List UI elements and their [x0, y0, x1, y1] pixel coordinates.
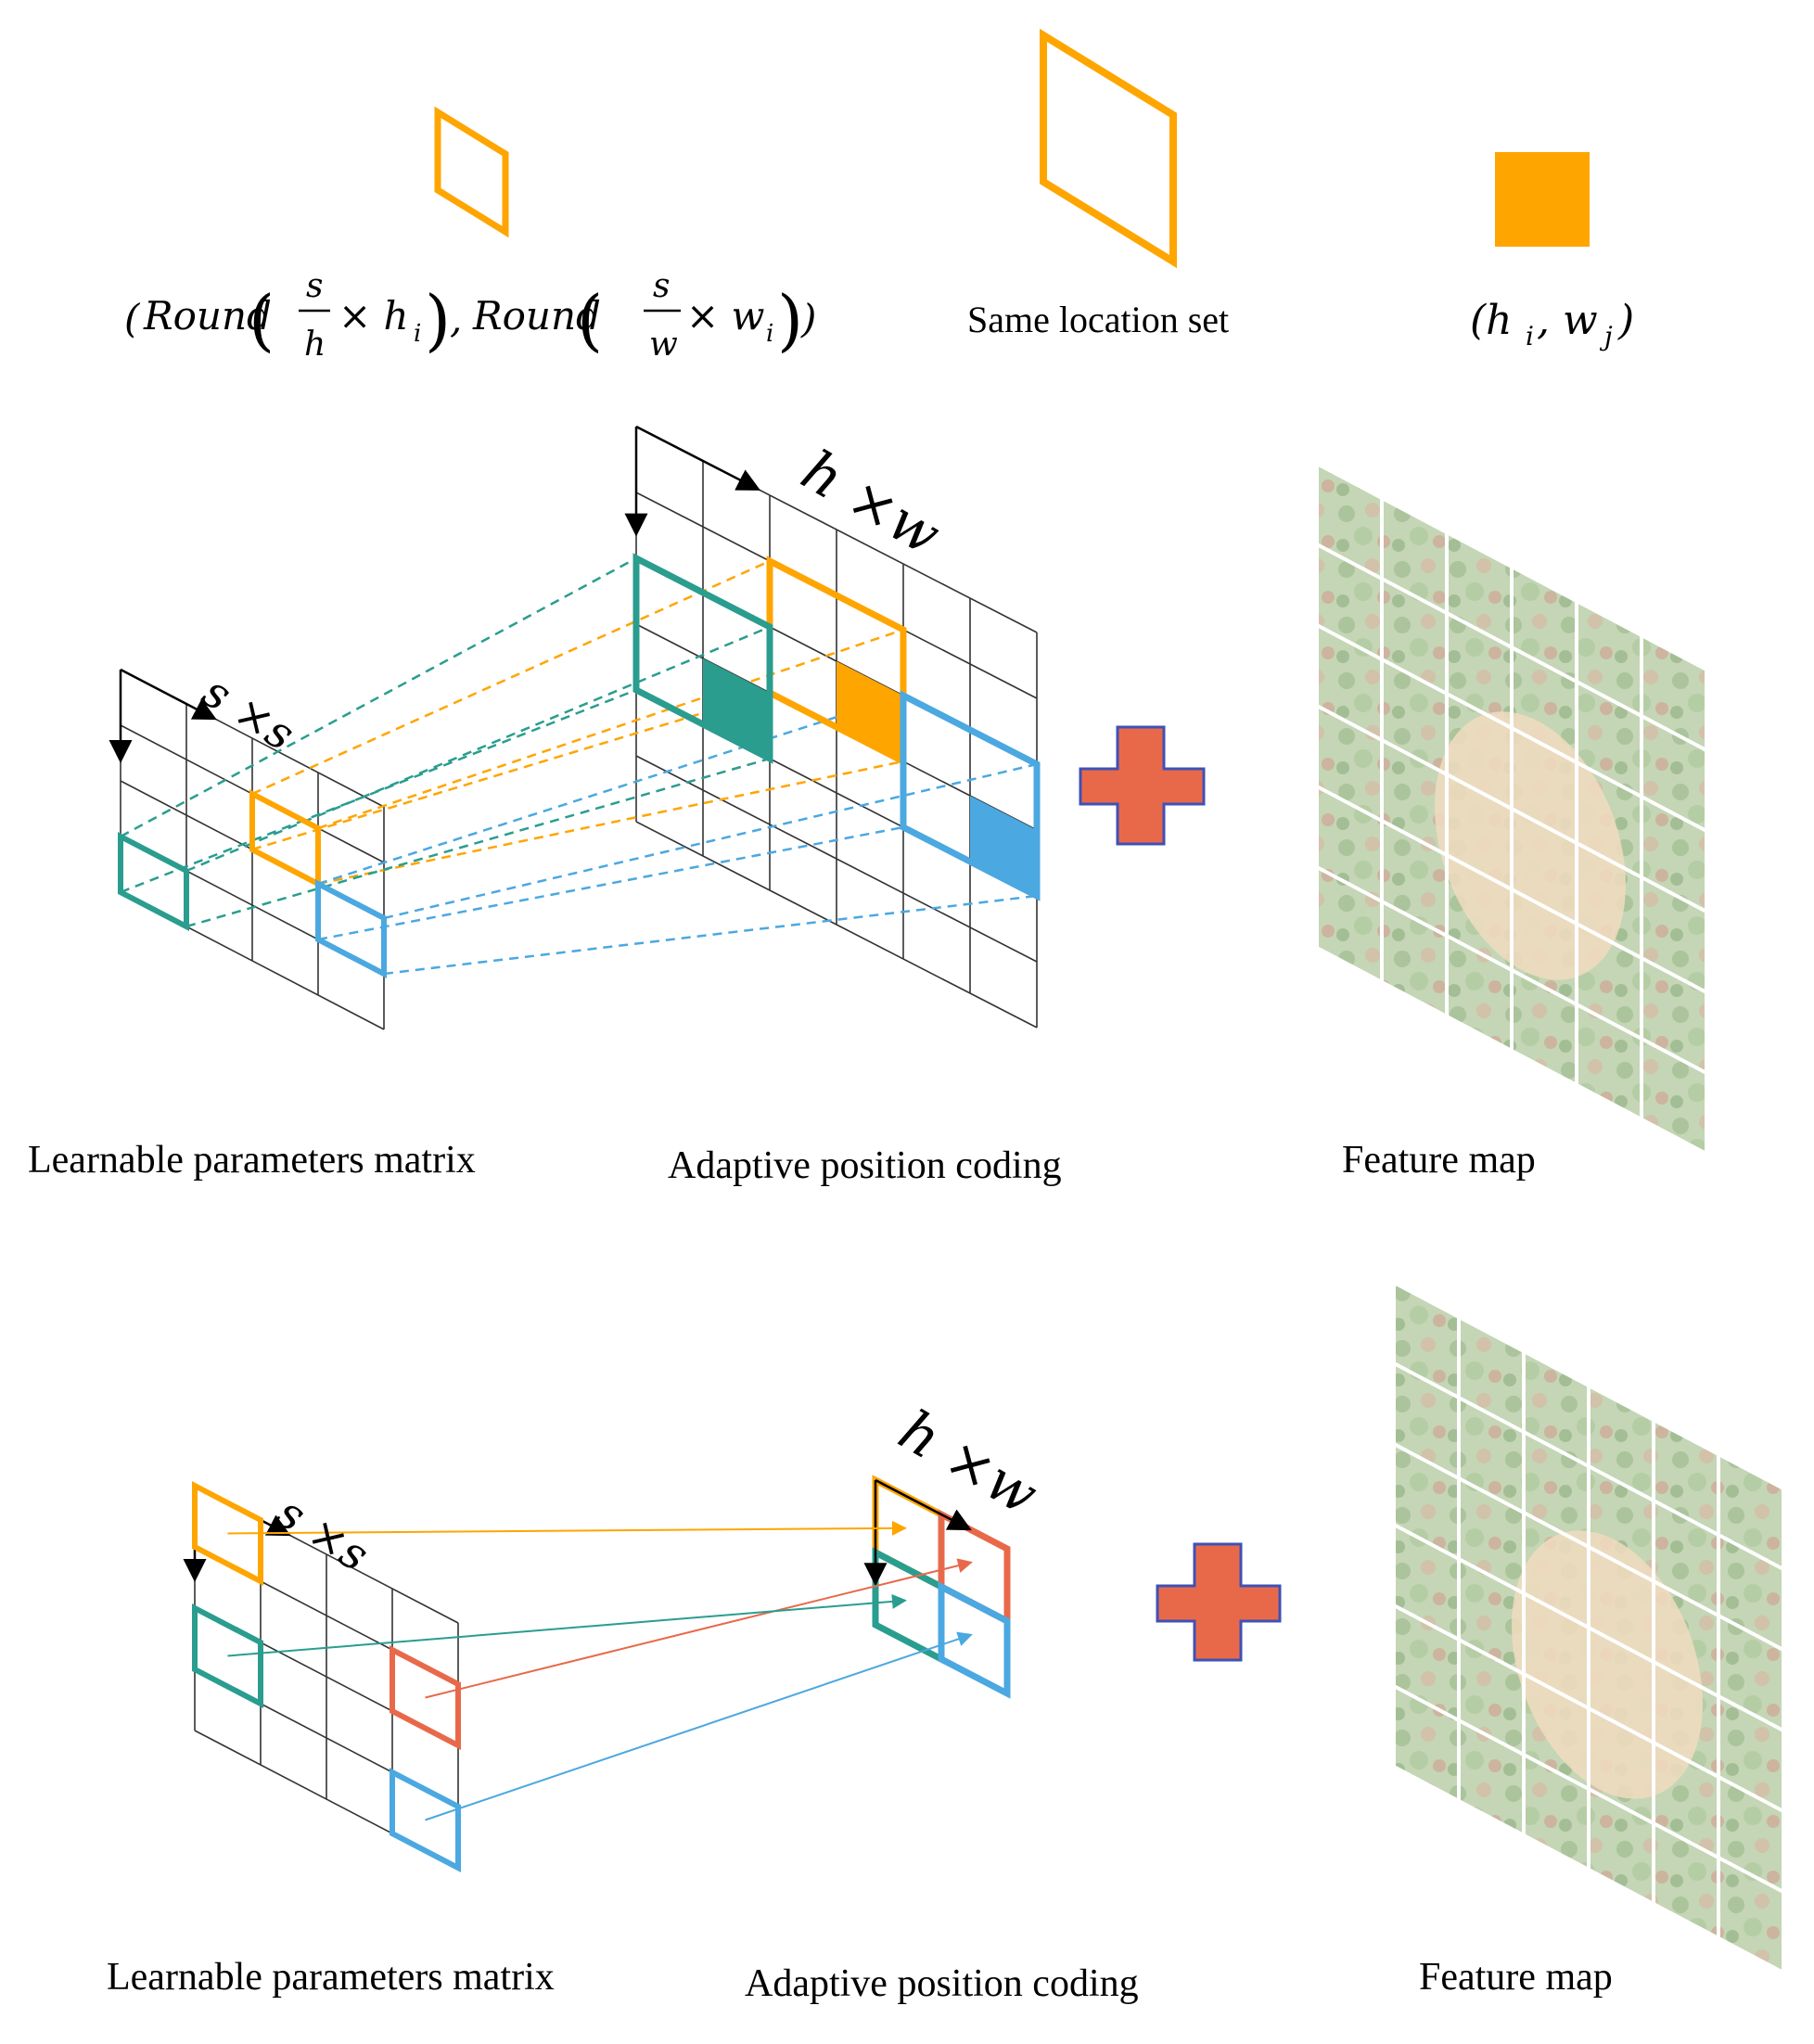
top-feature-map [1315, 462, 1708, 1156]
bottom-coding-axis-arrow-h [875, 1478, 972, 1531]
target-sub-i: i [1526, 321, 1534, 351]
bottom-feature-label: Feature map [1419, 1956, 1613, 1999]
top-feature-grid-line [1316, 704, 1707, 913]
target-mid: , w [1537, 297, 1598, 344]
top-location-set-blue [900, 690, 1041, 901]
bottom-coding-cell-teal [872, 1547, 945, 1665]
top-plus-icon [1079, 725, 1206, 846]
top-dashed-link-teal [120, 688, 637, 894]
top-dashed-link-orange [251, 559, 771, 796]
top-feature-grid-line [1316, 865, 1707, 1075]
top-feature-grid-line [1316, 543, 1707, 752]
top-coding-hline [635, 755, 1038, 963]
bottom-feature-grid-line [1393, 1442, 1784, 1652]
formula-sub-2: i [766, 320, 773, 348]
top-highlights [118, 553, 1041, 978]
legend: ( Round ( s h × h i ) , Round ( s w × w … [124, 28, 1634, 364]
legend-target-cell-label: (h i , w j ) [1470, 297, 1634, 351]
formula-paren-2-open: ( [577, 281, 603, 359]
bottom-coding-dim: h ×w [888, 1398, 1049, 1527]
top-dashed-link-orange [251, 691, 771, 851]
top-matrix-label: Learnable parameters matrix [28, 1139, 476, 1182]
formula-open: ( [124, 296, 141, 341]
bottom-matrix-dim: s ×s [268, 1487, 378, 1582]
formula-paren-1-open: ( [249, 281, 275, 359]
top-dashed-link-blue [317, 694, 904, 886]
top-dashed-link-teal [120, 556, 637, 838]
bottom-feature-grid-line [1393, 1684, 1784, 1894]
bottom-plus-icon [1156, 1542, 1282, 1662]
legend-small-cell [434, 106, 509, 238]
formula-frac-2-den: w [649, 326, 678, 364]
target-sub-j: j [1599, 321, 1613, 351]
formula-comma: , [450, 296, 462, 341]
bottom-arrow-mappings [227, 1520, 973, 1821]
bottom-matrix-cell-teal [192, 1603, 263, 1708]
formula-times-2: × w [686, 293, 765, 339]
top-coding-dim: h ×w [791, 438, 952, 568]
top-coding-hline [635, 821, 1038, 1028]
bottom-feature-grid-line [1393, 1765, 1784, 1974]
formula-round-1: Round [143, 293, 272, 339]
top-target-cell-blue [970, 796, 1037, 896]
top-feature-grid-line [1316, 785, 1707, 994]
bottom-matrix-grid [183, 1481, 461, 1872]
formula-paren-2-close: ) [777, 281, 803, 359]
top-dashed-link-teal [185, 757, 771, 928]
top-location-set-teal [632, 553, 773, 764]
bottom-arrow-teal [227, 1593, 907, 1657]
formula-frac-2-num: s [653, 267, 670, 305]
bottom-matrix-cell-orange [192, 1481, 263, 1586]
bottom-matrix-cell-red [390, 1645, 461, 1750]
formula-sub-1: i [414, 320, 421, 348]
top-dashed-mappings [120, 556, 1038, 976]
bottom-arrow-red [425, 1558, 973, 1699]
top-feature-grid-line [1316, 462, 1707, 671]
top-dashed-link-teal [185, 625, 771, 873]
bottom-matrix-cell-blue [390, 1768, 461, 1872]
top-dashed-link-orange [317, 760, 904, 886]
bottom-feature-grid-line [1393, 1603, 1784, 1813]
bottom-matrix-label: Learnable parameters matrix [107, 1956, 555, 1999]
top-target-cell-orange [837, 661, 903, 761]
legend-target-cell [1495, 152, 1590, 247]
target-close: ) [1617, 297, 1634, 344]
top-feature-grid-line [1316, 946, 1707, 1156]
legend-location-set [1040, 28, 1177, 269]
top-dashed-link-blue [383, 762, 1038, 920]
top-feature-grid-line [1316, 623, 1707, 833]
top-feature-label: Feature map [1342, 1139, 1536, 1182]
panel-bottom: s ×s h ×w Learnable parameters matrix Ad… [107, 1281, 1785, 2005]
bottom-coding-label: Adaptive position coding [745, 1962, 1139, 2005]
bottom-arrow-orange [227, 1520, 907, 1536]
bottom-arrow-blue [425, 1631, 973, 1821]
bottom-feature-grid-line [1393, 1361, 1784, 1571]
top-dashed-link-blue [317, 825, 904, 941]
bottom-coding-cell-blue [938, 1581, 1011, 1699]
formula-paren-1-close: ) [425, 281, 451, 359]
legend-small-cell-formula: ( Round ( s h × h i ) , Round ( s w × w … [124, 267, 816, 364]
bottom-feature-grid-line [1393, 1281, 1784, 1490]
formula-frac-1-den: h [304, 326, 326, 364]
formula-frac-1-num: s [306, 267, 323, 305]
top-matrix-axis-arrow-h [120, 668, 217, 721]
top-coding-axis-arrow-h [635, 425, 761, 491]
top-matrix-dim: s ×s [194, 666, 304, 761]
panel-top: s ×s h ×w Learnable parameters matrix Ad… [28, 425, 1708, 1187]
formula-round-2: Round [472, 293, 601, 339]
top-target-cell-teal [703, 658, 770, 759]
formula-close: ) [800, 296, 816, 341]
top-dashed-link-orange [317, 628, 904, 830]
legend-location-set-label: Same location set [967, 299, 1229, 340]
top-matrix-cell-teal [118, 832, 189, 931]
top-coding-label: Adaptive position coding [668, 1144, 1062, 1187]
top-matrix-cell-blue [315, 879, 387, 978]
bottom-feature-grid-line [1393, 1523, 1784, 1732]
bottom-feature-map [1392, 1281, 1785, 1974]
formula-times-1: × h [339, 293, 409, 339]
target-open: (h [1470, 297, 1513, 344]
